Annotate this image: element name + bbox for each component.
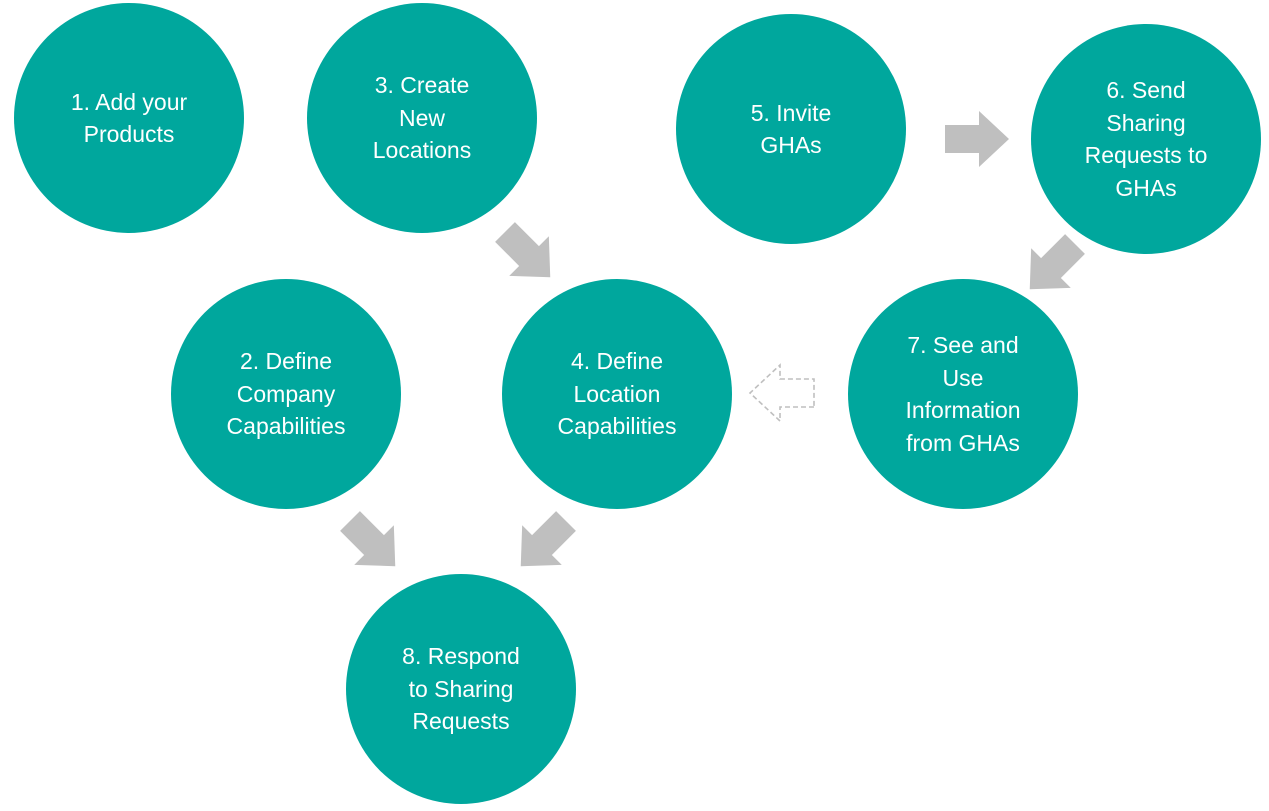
step-8-circle: 8. Respond to Sharing Requests <box>346 574 576 804</box>
arrow-step4-to-step8 <box>500 501 586 587</box>
step-6-circle: 6. Send Sharing Requests to GHAs <box>1031 24 1261 254</box>
step-4-label: 4. Define Location Capabilities <box>557 348 677 440</box>
step-7-circle: 7. See and Use Information from GHAs <box>848 279 1078 509</box>
step-3-label: 3. Create New Locations <box>372 72 472 164</box>
step-5-circle: 5. Invite GHAs <box>676 14 906 244</box>
step-7-label: 7. See and Use Information from GHAs <box>905 332 1021 456</box>
step-1-label: 1. Add your Products <box>70 88 188 148</box>
step-8-label: 8. Respond to Sharing Requests <box>402 643 520 735</box>
step-1-circle: 1. Add your Products <box>14 3 244 233</box>
step-4-circle: 4. Define Location Capabilities <box>502 279 732 509</box>
arrow-step5-to-step6 <box>945 111 1009 167</box>
step-2-label: 2. Define Company Capabilities <box>226 348 346 440</box>
step-5-label: 5. Invite GHAs <box>750 99 832 159</box>
arrow-step2-to-step8 <box>330 501 416 587</box>
step-2-circle: 2. Define Company Capabilities <box>171 279 401 509</box>
arrow-step3-to-step4 <box>485 212 571 298</box>
step-3-circle: 3. Create New Locations <box>307 3 537 233</box>
arrow-step7-to-step4 <box>749 364 815 422</box>
step-6-label: 6. Send Sharing Requests to GHAs <box>1084 77 1208 201</box>
